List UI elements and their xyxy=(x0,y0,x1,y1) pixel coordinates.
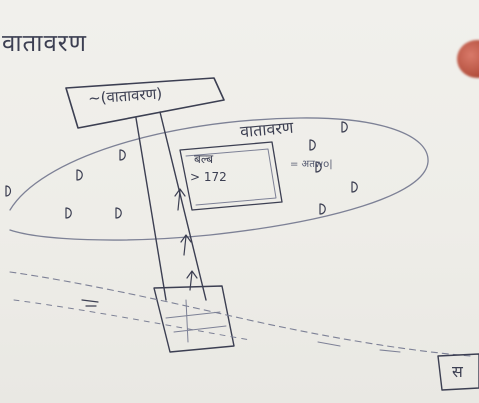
bottom-right-box xyxy=(437,353,479,391)
d-marks xyxy=(5,121,358,219)
oval-label: वातावरण xyxy=(239,117,295,142)
tube-left xyxy=(135,117,167,301)
dash-right-1 xyxy=(317,341,341,347)
inner-label-2: > 172 xyxy=(190,170,227,184)
top-box-outline xyxy=(65,77,225,129)
arrow-2 xyxy=(180,234,192,256)
dash-left xyxy=(81,299,99,307)
inner-rect xyxy=(179,141,283,211)
dash-right-2 xyxy=(379,349,401,353)
bottom-box xyxy=(153,285,235,353)
bottom-box-inner xyxy=(165,299,227,343)
bottom-right-box-label: स xyxy=(452,362,463,381)
finger-blob xyxy=(457,40,479,78)
tube-right xyxy=(159,111,207,301)
top-left-label: वातावरण xyxy=(2,29,87,57)
lower-dashed-curve-2 xyxy=(13,299,251,341)
arrow-1 xyxy=(174,188,186,211)
inner-rect-2 xyxy=(185,148,277,206)
large-oval xyxy=(9,117,429,241)
side-note: = अतwo| xyxy=(290,159,333,170)
lower-dashed-curve xyxy=(9,271,471,357)
inner-label-1: बल्ब xyxy=(194,152,214,166)
